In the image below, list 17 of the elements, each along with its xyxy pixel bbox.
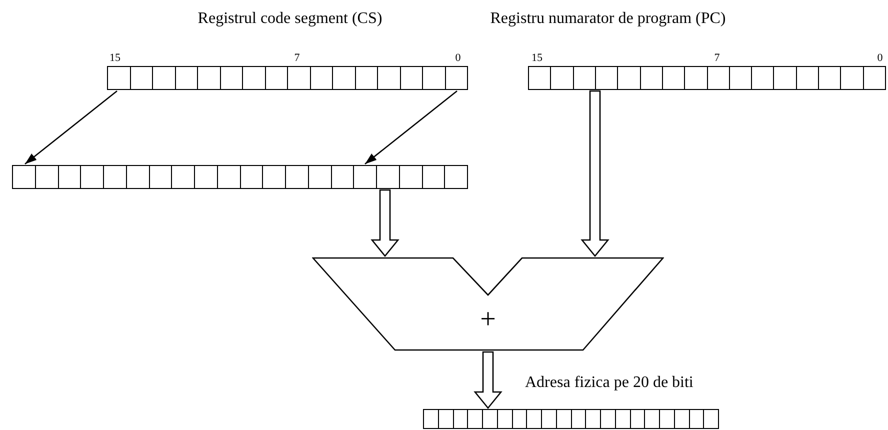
plus-sign: + <box>480 306 496 334</box>
register-title: Registru numarator de program (PC) <box>490 10 726 28</box>
hollow-arrow <box>580 90 610 258</box>
bit-register <box>12 165 468 189</box>
arrow <box>364 90 458 164</box>
hollow-arrow <box>474 351 502 410</box>
arrow <box>24 90 118 164</box>
bit-register <box>423 409 719 429</box>
register-title: Registrul code segment (CS) <box>198 10 382 28</box>
bit-number: 0 <box>455 52 461 64</box>
hollow-arrow <box>370 189 400 258</box>
bit-number: 0 <box>877 52 883 64</box>
edge-label: Adresa fizica pe 20 de biti <box>525 374 694 392</box>
bit-number: 7 <box>294 52 300 64</box>
bit-number: 15 <box>110 52 120 64</box>
bit-number: 7 <box>714 52 720 64</box>
bit-number: 15 <box>532 52 542 64</box>
